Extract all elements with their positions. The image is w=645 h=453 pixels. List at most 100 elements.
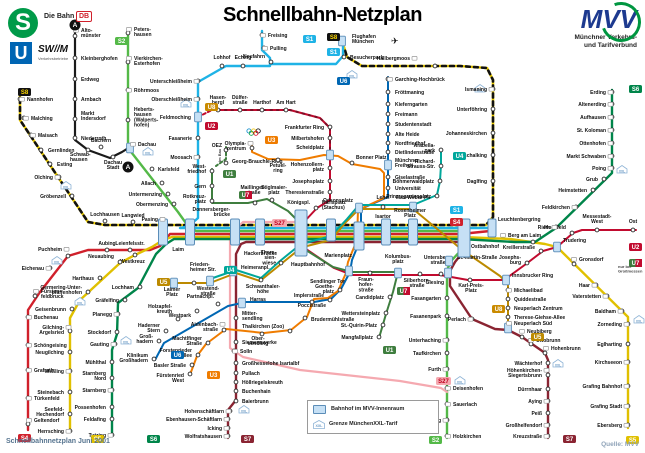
station: Scheidplatz [296, 145, 334, 161]
station-box [409, 201, 417, 213]
db-interchange-icon [223, 434, 230, 439]
db-interchange-icon [225, 409, 232, 414]
station-label: Gilching-Argelsried [39, 325, 64, 336]
station: Gräfelfing [95, 297, 128, 304]
db-interchange-icon [54, 175, 61, 180]
station-box [355, 202, 363, 214]
line-badge-S2: S2 [429, 436, 442, 444]
station-dot [187, 371, 193, 377]
station: Wettersteinplatz [341, 310, 389, 317]
station-dot [191, 280, 197, 286]
badge-text: U4 [456, 154, 464, 160]
station-label: Pullach [242, 371, 260, 377]
mvv-logo-block: MVV Münchner Verkehrs-und Tarifverbund [547, 0, 645, 49]
station: Schwanthaler-höhe [246, 277, 280, 295]
station: Olympia-zentrum [225, 141, 255, 152]
station-dot [505, 305, 511, 311]
xxl-marker-icon: XXL [552, 359, 564, 368]
db-interchange-icon [23, 116, 29, 121]
db-interchange-icon [445, 402, 451, 407]
badge-text: U2 [208, 124, 216, 130]
station-dot [545, 372, 551, 378]
db-interchange-icon [110, 342, 117, 347]
station-label: Kreuzstraße [513, 434, 542, 440]
station: Schöngeising [25, 342, 67, 349]
station-label: Scheidplatz [296, 145, 324, 151]
station: Westpark [169, 308, 200, 319]
station: Messestadt-West [583, 214, 612, 233]
station-label: Moosach [170, 155, 192, 161]
station-label: Messestadt-West [583, 214, 612, 225]
station: Gernlinden [38, 147, 74, 154]
station-label: Am Hart [276, 100, 296, 106]
station-label: Ost [629, 219, 638, 225]
station: Groß-hadern [136, 334, 162, 345]
badge-text: U3 [268, 138, 276, 144]
station: Neubiberg [519, 329, 552, 340]
station: Freising [259, 32, 287, 39]
line-badge-S7: S7 [563, 435, 576, 443]
station-dot [219, 63, 225, 69]
station-dot [194, 308, 200, 314]
station-box [294, 209, 308, 257]
station: Großhesselohe Isartalbf [233, 360, 300, 367]
station-label: Großhelfendorf [506, 423, 543, 429]
db-interchange-icon [607, 115, 614, 120]
legend-item-xxl: XXL Grenze MünchenXXL-Tarif [313, 417, 438, 431]
station-box [170, 277, 178, 289]
station: Furth [428, 366, 450, 373]
station: Nordfriedhof [385, 140, 426, 147]
db-interchange-icon [26, 343, 32, 348]
station-label: Isartor [375, 214, 391, 220]
station-label: Trudering [563, 238, 586, 244]
station-box [326, 149, 334, 161]
station-dot [67, 328, 73, 334]
station: Ostbahnhof [457, 218, 499, 258]
station-dot [221, 327, 227, 333]
station: Stockdorf [88, 329, 120, 336]
station-label: Basler Straße [154, 363, 186, 369]
db-interchange-icon [223, 417, 230, 422]
station-label: Aufhausen [580, 115, 606, 121]
station-dot [417, 271, 423, 277]
station-label: Königspl. [287, 200, 310, 206]
db-interchange-icon [445, 434, 451, 439]
station-dot [132, 252, 138, 258]
station-box [194, 111, 202, 123]
die-bahn-label: Die Bahn [44, 13, 75, 20]
xxl-text: XXL [241, 409, 247, 413]
station-label: Ostbahnhof [471, 244, 499, 250]
station: Frieden-heimer Str. [190, 262, 216, 286]
station-dot [309, 299, 315, 305]
station-label: Neufahrn [243, 54, 265, 60]
db-interchange-icon [30, 133, 36, 138]
station-label: Feldkirchen [542, 205, 570, 211]
station-label: Lehel [376, 195, 390, 201]
station-label: Dietlindenstraße [395, 150, 434, 156]
station-dot [569, 230, 575, 236]
line-badge-U2: U2 [205, 122, 218, 130]
line-badge-S4: S4 [18, 434, 31, 442]
line-badge-U7: U7 [397, 287, 410, 295]
station-label: Maillinger-straße [240, 185, 265, 196]
station-label: Kleinberghofen [81, 56, 118, 62]
station-label: Peters-hausen [134, 27, 152, 38]
station-label: West-friedhof [187, 164, 206, 175]
station-dot [385, 140, 391, 146]
station-dot [327, 178, 333, 184]
station: Arabella-park [414, 143, 444, 154]
station-label: Ebersberg [597, 423, 622, 429]
station-dot [69, 193, 75, 199]
station-dot [376, 334, 382, 340]
xxl-marker-icon: XXL [142, 147, 154, 156]
db-logo-icon: DB [76, 11, 93, 22]
xxl-text: XXL [183, 103, 189, 107]
station-dot [149, 166, 155, 172]
station-dot [209, 198, 215, 204]
station-label: Implerstraße [294, 293, 324, 299]
station-dot [25, 421, 31, 427]
station-dot [268, 59, 274, 65]
line-badge-S5: S5 [626, 436, 639, 444]
station-dot [519, 334, 525, 340]
db-interchange-icon [107, 433, 114, 438]
